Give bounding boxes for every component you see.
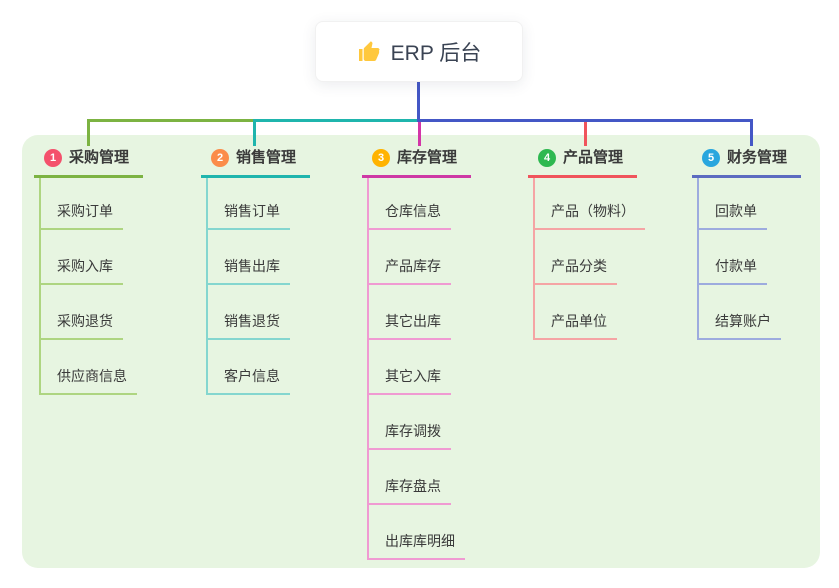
sub-item[interactable]: 库存盘点 (367, 476, 451, 505)
branch-badge-1: 1 (44, 149, 62, 167)
branch-title-label: 采购管理 (69, 149, 130, 166)
sub-item[interactable]: 供应商信息 (39, 366, 137, 395)
branch-title-2[interactable]: 2 销售管理 (201, 146, 311, 178)
rail-segment-2 (253, 119, 420, 122)
sub-item[interactable]: 采购订单 (39, 201, 123, 230)
branch-badge-5: 5 (702, 149, 720, 167)
root-node-label: ERP 后台 (390, 41, 482, 65)
sub-item[interactable]: 客户信息 (206, 366, 290, 395)
sub-item[interactable]: 结算账户 (697, 311, 781, 340)
branch-spine-3 (367, 178, 369, 560)
sub-item[interactable]: 采购入库 (39, 256, 123, 285)
branch-drop-1 (87, 122, 90, 146)
sub-item[interactable]: 回款单 (697, 201, 767, 230)
rail-segment-5 (417, 119, 753, 122)
branches-background-panel (22, 135, 820, 568)
sub-item[interactable]: 产品分类 (533, 256, 617, 285)
sub-item[interactable]: 其它入库 (367, 366, 451, 395)
sub-item[interactable]: 出库库明细 (367, 531, 465, 560)
branch-title-label: 产品管理 (563, 149, 624, 166)
root-node-erp[interactable]: ERP 后台 (315, 21, 523, 82)
branch-drop-2 (253, 122, 256, 146)
branch-title-label: 销售管理 (236, 149, 297, 166)
thumbs-up-icon (357, 40, 381, 64)
branch-badge-4: 4 (538, 149, 556, 167)
branch-title-4[interactable]: 4 产品管理 (528, 146, 638, 178)
sub-item[interactable]: 销售出库 (206, 256, 290, 285)
sub-item[interactable]: 产品库存 (367, 256, 451, 285)
branch-title-label: 库存管理 (397, 149, 458, 166)
branch-title-5[interactable]: 5 财务管理 (692, 146, 802, 178)
branch-spine-5 (697, 178, 699, 340)
branch-drop-3 (418, 122, 421, 146)
branch-title-3[interactable]: 3 库存管理 (362, 146, 472, 178)
sub-item[interactable]: 销售订单 (206, 201, 290, 230)
branch-spine-4 (533, 178, 535, 340)
branch-spine-2 (206, 178, 208, 395)
sub-item[interactable]: 采购退货 (39, 311, 123, 340)
sub-item[interactable]: 仓库信息 (367, 201, 451, 230)
sub-item[interactable]: 销售退货 (206, 311, 290, 340)
branch-badge-3: 3 (372, 149, 390, 167)
sub-item[interactable]: 产品（物料） (533, 201, 645, 230)
trunk-line (417, 82, 420, 122)
branch-spine-1 (39, 178, 41, 395)
branch-drop-4 (584, 122, 587, 146)
branch-title-label: 财务管理 (727, 149, 788, 166)
branch-title-1[interactable]: 1 采购管理 (34, 146, 144, 178)
branch-drop-5 (750, 122, 753, 146)
sub-item[interactable]: 付款单 (697, 256, 767, 285)
sub-item[interactable]: 库存调拨 (367, 421, 451, 450)
branch-badge-2: 2 (211, 149, 229, 167)
sub-item[interactable]: 其它出库 (367, 311, 451, 340)
sub-item[interactable]: 产品单位 (533, 311, 617, 340)
